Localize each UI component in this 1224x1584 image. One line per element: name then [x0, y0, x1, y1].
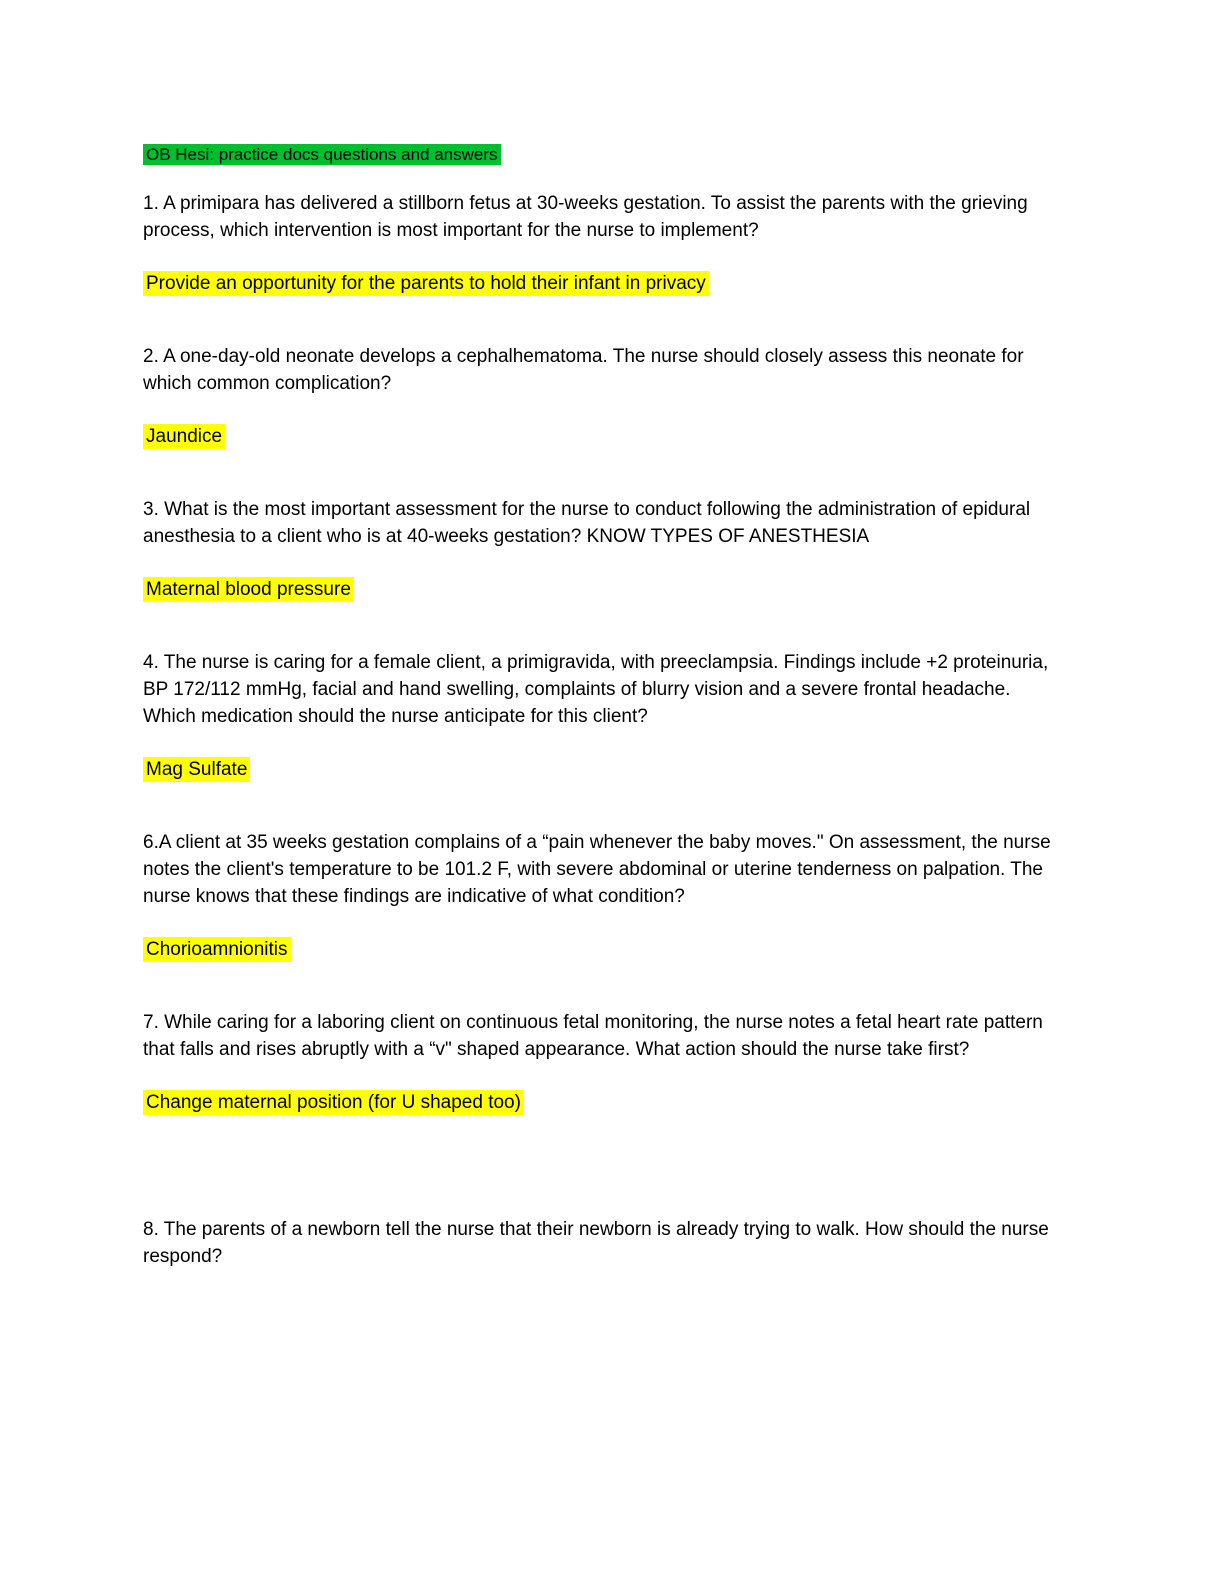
answer-line-6: Chorioamnionitis: [143, 936, 1064, 963]
answer-text-6: Chorioamnionitis: [143, 937, 291, 962]
question-text-1: 1. A primipara has delivered a stillborn…: [143, 193, 1028, 241]
question-text-3: 3. What is the most important assessment…: [143, 499, 1031, 547]
qa-item-7: 7. While caring for a laboring client on…: [143, 1009, 1064, 1116]
question-text-6: 6.A client at 35 weeks gestation complai…: [143, 832, 1051, 907]
question-text-7: 7. While caring for a laboring client on…: [143, 1012, 1043, 1060]
answer-line-3: Maternal blood pressure: [143, 576, 1064, 603]
answer-text-3: Maternal blood pressure: [143, 577, 354, 602]
qa-item-2: 2. A one-day-old neonate develops a ceph…: [143, 343, 1064, 450]
answer-text-4: Mag Sulfate: [143, 757, 251, 782]
question-text-4: 4. The nurse is caring for a female clie…: [143, 652, 1049, 727]
answer-text-2: Jaundice: [143, 424, 226, 449]
document-content: OB Hesi: practice docs questions and ans…: [143, 143, 1064, 1270]
document-title-line: OB Hesi: practice docs questions and ans…: [143, 143, 1064, 166]
qa-item-4: 4. The nurse is caring for a female clie…: [143, 649, 1064, 783]
answer-line-1: Provide an opportunity for the parents t…: [143, 270, 1064, 297]
qa-item-1: 1. A primipara has delivered a stillborn…: [143, 190, 1064, 297]
answer-line-4: Mag Sulfate: [143, 756, 1064, 783]
qa-item-3: 3. What is the most important assessment…: [143, 496, 1064, 603]
answer-text-1: Provide an opportunity for the parents t…: [143, 271, 709, 296]
document-title: OB Hesi: practice docs questions and ans…: [143, 144, 501, 165]
answer-line-2: Jaundice: [143, 423, 1064, 450]
answer-text-7: Change maternal position (for U shaped t…: [143, 1090, 524, 1115]
qa-item-8: 8. The parents of a newborn tell the nur…: [143, 1216, 1064, 1270]
qa-item-6: 6.A client at 35 weeks gestation complai…: [143, 829, 1064, 963]
question-text-2: 2. A one-day-old neonate develops a ceph…: [143, 346, 1024, 394]
answer-line-7: Change maternal position (for U shaped t…: [143, 1089, 1064, 1116]
question-text-8: 8. The parents of a newborn tell the nur…: [143, 1219, 1049, 1267]
